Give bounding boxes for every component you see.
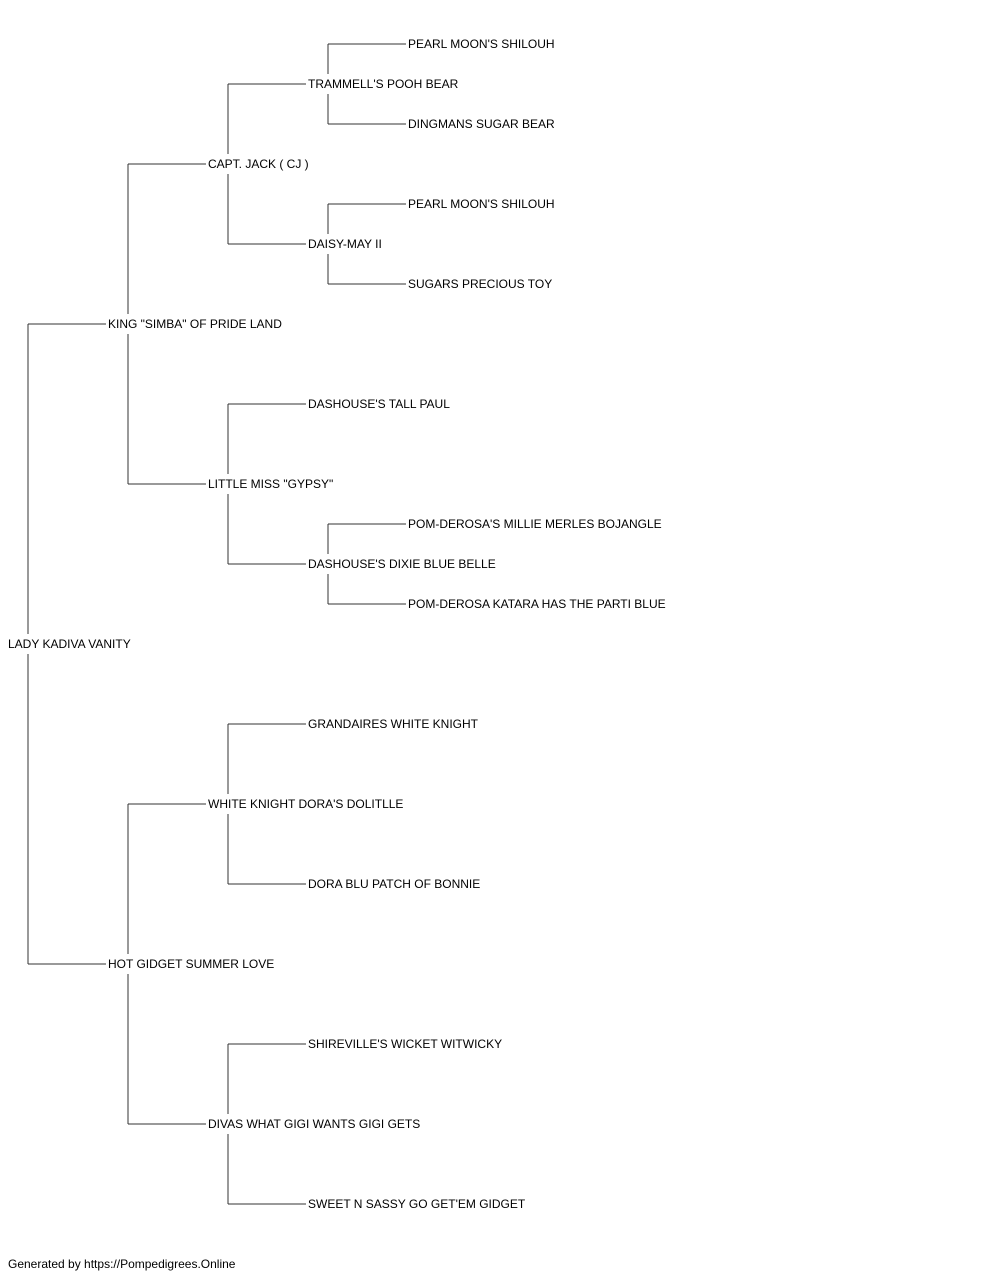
dog-name-pom-derosa-s-millie-merles-bojangle: POM-DEROSA'S MILLIE MERLES BOJANGLE [408, 517, 662, 531]
dog-name-capt-jack-cj: CAPT. JACK ( CJ ) [208, 157, 309, 171]
dog-name-little-miss-gypsy: LITTLE MISS "GYPSY" [208, 477, 333, 491]
dog-name-lady-kadiva-vanity: LADY KADIVA VANITY [8, 637, 131, 651]
dog-name-pearl-moon-s-shilouh: PEARL MOON'S SHILOUH [408, 37, 555, 51]
dog-name-daisy-may-ii: DAISY-MAY II [308, 237, 382, 251]
dog-name-grandaires-white-knight: GRANDAIRES WHITE KNIGHT [308, 717, 479, 731]
dog-name-hot-gidget-summer-love: HOT GIDGET SUMMER LOVE [108, 957, 274, 971]
dog-name-trammell-s-pooh-bear: TRAMMELL'S POOH BEAR [308, 77, 459, 91]
dog-name-king-simba-of-pride-land: KING "SIMBA" OF PRIDE LAND [108, 317, 282, 331]
dog-name-dingmans-sugar-bear: DINGMANS SUGAR BEAR [408, 117, 555, 131]
dog-name-pom-derosa-katara-has-the-parti-blue: POM-DEROSA KATARA HAS THE PARTI BLUE [408, 597, 666, 611]
dog-name-dashouse-s-dixie-blue-belle: DASHOUSE'S DIXIE BLUE BELLE [308, 557, 496, 571]
dog-name-sweet-n-sassy-go-get-em-gidget: SWEET N SASSY GO GET'EM GIDGET [308, 1197, 526, 1211]
dog-name-dashouse-s-tall-paul: DASHOUSE'S TALL PAUL [308, 397, 450, 411]
dog-name-shireville-s-wicket-witwicky: SHIREVILLE'S WICKET WITWICKY [308, 1037, 502, 1051]
dog-name-dora-blu-patch-of-bonnie: DORA BLU PATCH OF BONNIE [308, 877, 480, 891]
dog-name-divas-what-gigi-wants-gigi-gets: DIVAS WHAT GIGI WANTS GIGI GETS [208, 1117, 420, 1131]
dog-name-sugars-precious-toy: SUGARS PRECIOUS TOY [408, 277, 552, 291]
dog-name-pearl-moon-s-shilouh: PEARL MOON'S SHILOUH [408, 197, 555, 211]
footer-credit: Generated by https://Pompedigrees.Online [8, 1257, 236, 1271]
dog-name-white-knight-dora-s-dolitlle: WHITE KNIGHT DORA'S DOLITLLE [208, 797, 403, 811]
